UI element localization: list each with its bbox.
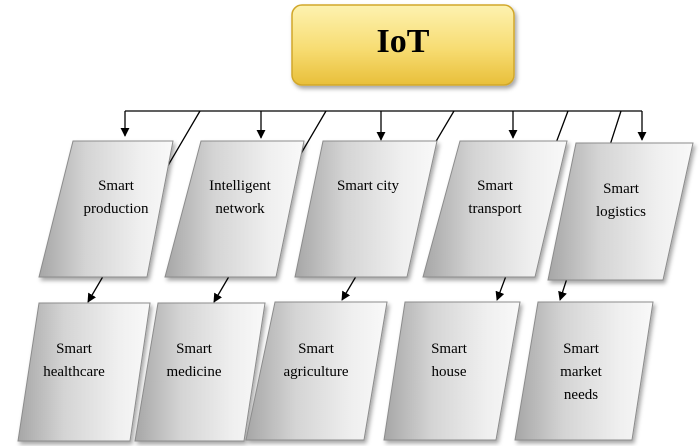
smart-healthcare-label-line: Smart: [56, 341, 93, 357]
smart-city-shape: [294, 140, 438, 278]
smart-market-needs-shape: [514, 301, 654, 441]
nodes: Smart production Intelligent network Smart c…: [17, 140, 694, 442]
smart-transport-label-line: Smart: [477, 178, 514, 194]
node-smart-house: Smart house: [383, 301, 521, 441]
smart-logistics-label-line: Smart: [603, 181, 640, 197]
intelligent-network-label-line: network: [215, 201, 265, 217]
node-smart-transport: Smart transport: [422, 140, 568, 278]
node-smart-agriculture: Smart agriculture: [245, 301, 388, 441]
smart-transport-shape: [422, 140, 568, 278]
node-smart-medicine: Smart medicine: [134, 302, 266, 442]
node-smart-city: Smart city: [294, 140, 438, 278]
smart-market-needs-label-line: needs: [564, 387, 598, 403]
smart-logistics-shape: [547, 142, 694, 281]
root-node: IoT: [291, 4, 515, 86]
smart-medicine-label-line: Smart: [176, 341, 213, 357]
smart-production-label-line: Smart: [98, 178, 135, 194]
node-smart-healthcare: Smart healthcare: [17, 302, 151, 442]
smart-healthcare-shape: [17, 302, 151, 442]
node-smart-production: Smart production: [38, 140, 174, 278]
smart-house-shape: [383, 301, 521, 441]
smart-market-needs-label-line: market: [560, 364, 602, 380]
smart-house-label-line: Smart: [431, 341, 468, 357]
smart-healthcare-label-line: healthcare: [43, 364, 105, 380]
smart-transport-label-line: transport: [468, 201, 522, 217]
smart-medicine-shape: [134, 302, 266, 442]
intelligent-network-label-line: Intelligent: [209, 178, 271, 194]
node-smart-market-needs: Smart market needs: [514, 301, 654, 441]
smart-agriculture-label-line: agriculture: [284, 364, 349, 380]
smart-logistics-label-line: logistics: [596, 204, 646, 220]
smart-production-label-line: production: [84, 201, 149, 217]
smart-agriculture-shape: [245, 301, 388, 441]
root-label: IoT: [377, 23, 430, 60]
smart-market-needs-label-line: Smart: [563, 341, 600, 357]
smart-agriculture-label-line: Smart: [298, 341, 335, 357]
smart-medicine-label-line: medicine: [167, 364, 222, 380]
node-intelligent-network: Intelligent network: [164, 140, 305, 278]
intelligent-network-shape: [164, 140, 305, 278]
smart-house-label-line: house: [432, 364, 467, 380]
smart-production-shape: [38, 140, 174, 278]
smart-city-label-line: Smart city: [337, 178, 400, 194]
node-smart-logistics: Smart logistics: [547, 142, 694, 281]
